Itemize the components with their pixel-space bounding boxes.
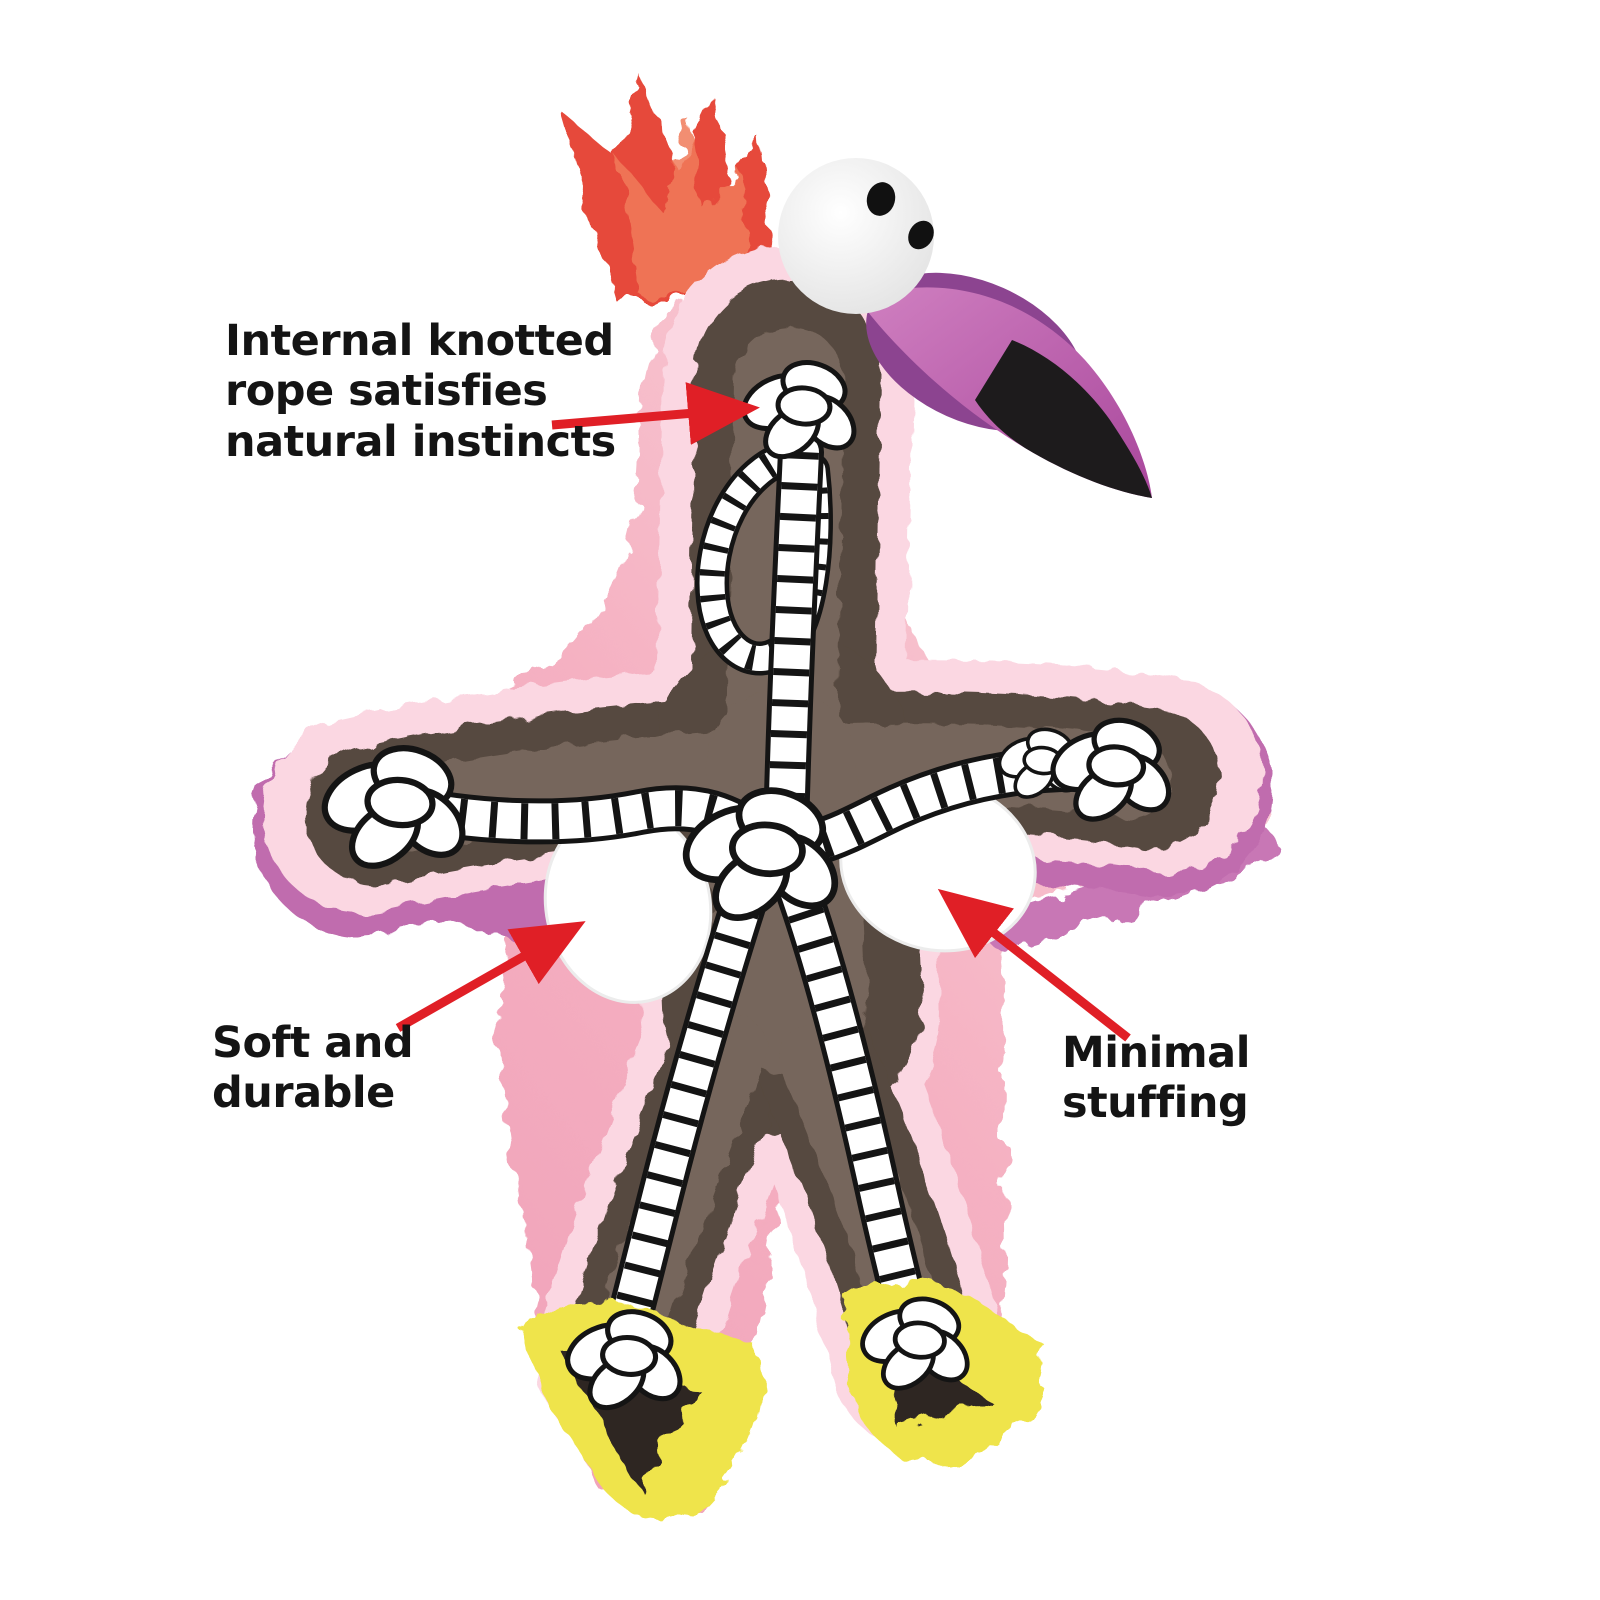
callout-soft-durable: Soft and durable: [212, 1018, 414, 1119]
callout-line: durable: [212, 1068, 395, 1119]
arrow-minimal-stuffing: [937, 888, 1131, 1042]
rope-neck: [763, 429, 824, 853]
callout-arrows: [395, 382, 1131, 1042]
callout-line: Soft and: [212, 1018, 414, 1068]
arrow-internal-rope: [551, 382, 760, 445]
callout-line: Internal knotted: [225, 316, 614, 366]
pupil-right: [908, 220, 934, 250]
callout-line: stuffing: [1062, 1078, 1249, 1129]
callout-line: natural instincts: [225, 416, 616, 467]
callout-internal-rope: Internal knotted rope satisfies natural …: [225, 316, 616, 467]
rope-left-leg: [599, 855, 775, 1371]
arrow-soft-durable: [395, 921, 586, 1032]
beak-tip: [975, 340, 1152, 498]
hair-tuft: [560, 75, 790, 300]
pupil-left: [866, 182, 896, 216]
head: [778, 158, 1152, 498]
callout-minimal-stuffing: Minimal stuffing: [1062, 1028, 1250, 1129]
callout-line: Minimal: [1062, 1028, 1250, 1078]
hair-front: [620, 120, 755, 300]
callout-line: rope satisfies: [225, 366, 548, 417]
